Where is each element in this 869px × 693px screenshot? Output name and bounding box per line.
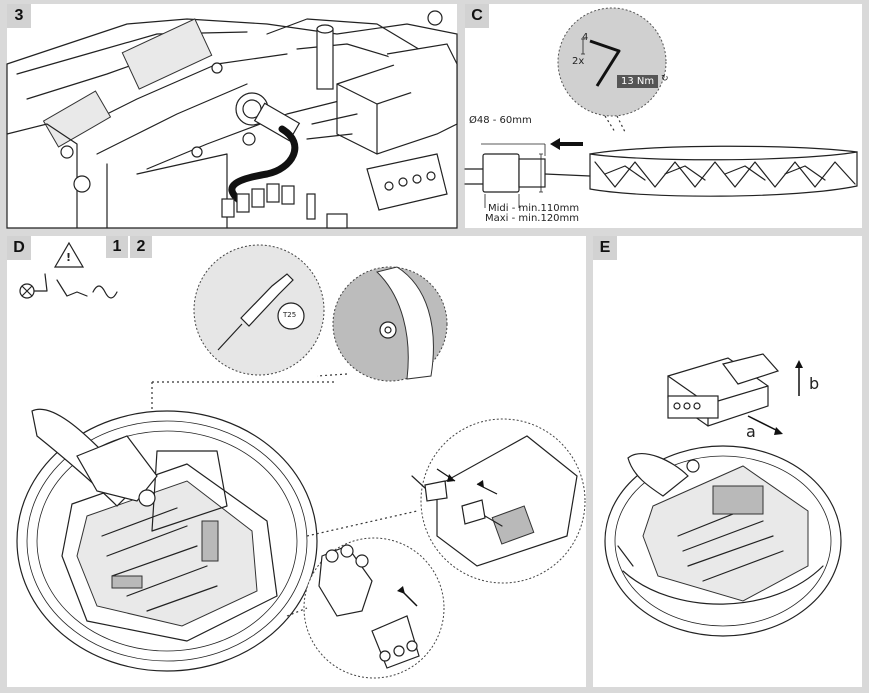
- panel-d: D 1 2: [7, 236, 586, 687]
- panel-c-tag: C: [465, 4, 489, 28]
- panel-d-illustration: [16, 241, 586, 679]
- panel-e: E a b: [593, 236, 862, 687]
- midi-label: Midi - min.110mm: [488, 203, 580, 214]
- hex-key-icon: [589, 39, 621, 87]
- warning-triangle-icon: [53, 241, 85, 268]
- warning-symbol: !: [66, 251, 72, 264]
- panel-3-tag: 3: [7, 4, 31, 28]
- diameter-label: Ø48 - 60mm: [469, 115, 532, 126]
- bit-size-label: 4: [582, 32, 589, 43]
- ac-wave-icon: [92, 285, 118, 299]
- count-label: 2x: [572, 56, 585, 67]
- arrow-a-label: a: [746, 422, 756, 441]
- switch-icon: [33, 273, 88, 297]
- panel-e-illustration: [604, 353, 842, 637]
- panel-3: 3: [6, 4, 458, 229]
- panel-c: C 4 2x 13 Nm ↻ Ø48 - 60mm Midi - min.110…: [464, 4, 862, 228]
- panel-3-illustration: [6, 10, 458, 229]
- screwdriver-icon: [217, 273, 294, 351]
- torque-label: 13 Nm: [617, 75, 659, 88]
- panel-c-illustration: [464, 7, 858, 208]
- step-1-tag: 1: [106, 236, 128, 258]
- step-2-tag: 2: [130, 236, 152, 258]
- panel-d-tag: D: [7, 236, 31, 260]
- rotation-icon: ↻: [661, 74, 669, 84]
- panel-e-tag: E: [593, 236, 617, 260]
- torx-icon: [277, 302, 305, 330]
- torx-label: T25: [283, 311, 297, 319]
- maxi-label: Maxi - min.120mm: [485, 213, 580, 224]
- arrow-b-label: b: [809, 374, 820, 393]
- lamp-icon: [19, 283, 35, 299]
